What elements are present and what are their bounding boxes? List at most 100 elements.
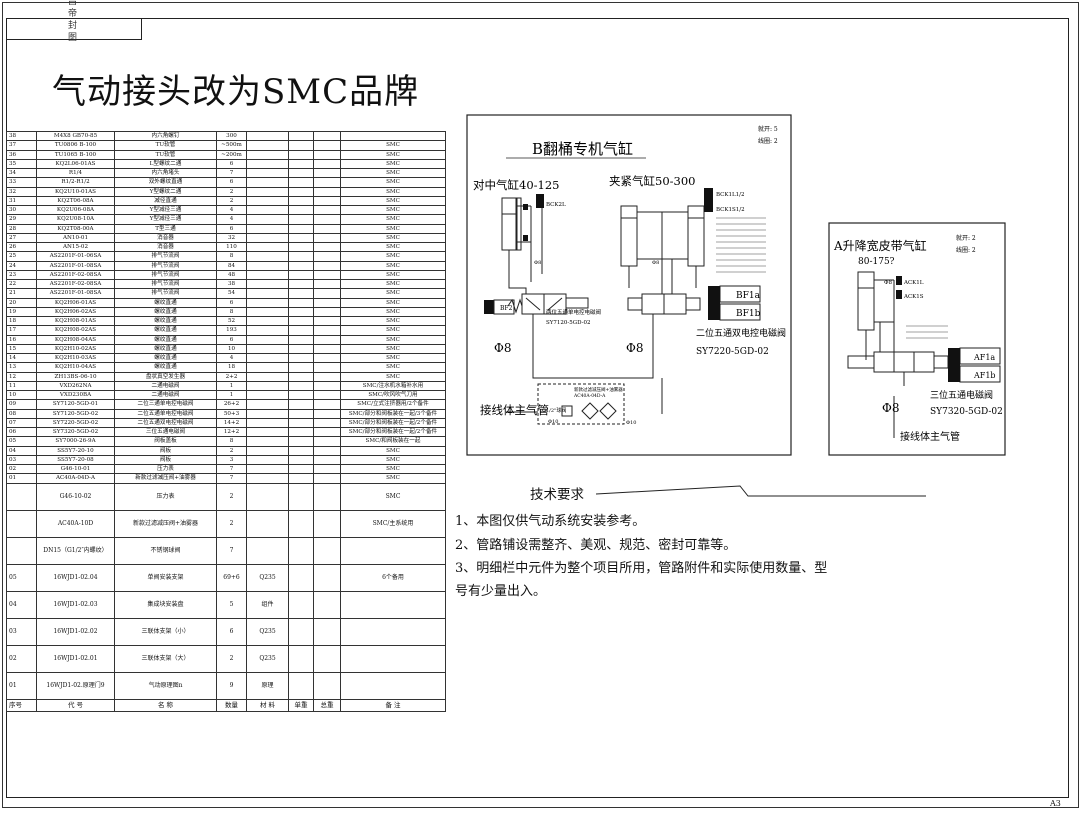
bom-cell — [288, 241, 314, 253]
bom-cell — [288, 536, 314, 565]
bom-cell: 二通电磁阀 — [114, 389, 217, 401]
bom-cell: SMC — [340, 352, 446, 364]
bom-cell: 12+2 — [216, 426, 247, 438]
bom-cell: 名 称 — [114, 698, 217, 712]
bom-cell: 02 — [6, 463, 37, 475]
bom-cell: SMC/立式注挤器用/2个备件 — [340, 399, 446, 410]
bom-cell: 排气节流阀 — [114, 269, 217, 281]
bom-cell: ~500m — [216, 140, 247, 151]
bom-cell: 25 — [6, 251, 37, 262]
bom-cell: SMC — [340, 306, 446, 318]
tech-line-2: 2、管路铺设需整齐、美观、规范、密封可靠等。 — [455, 538, 737, 553]
bom-cell — [313, 278, 341, 290]
bom-cell — [313, 343, 341, 355]
diagram-b-g12: G1/2"球阀 — [542, 407, 566, 414]
bom-cell: 排气节流阀 — [114, 288, 217, 299]
bom-cell — [313, 306, 341, 318]
tech-line-4: 号有少量出入。 — [455, 584, 547, 599]
diagram-b-left-valve-name: 两位五通单电控电磁阀 — [546, 308, 601, 316]
bom-cell: 2 — [216, 509, 247, 538]
bom-cell: 20 — [6, 297, 37, 308]
diagram-b-filter-name: 新款过滤减压阀+油雾器 — [574, 386, 623, 393]
diagram-b: B翻桶专机气缸 就开: 5 线圈: 2 对中气缸40-125 夹紧气缸50-30… — [466, 114, 792, 456]
bom-cell: AS2201F-01-06SA — [36, 251, 115, 262]
bom-cell — [313, 130, 341, 142]
bom-cell: KQ2H08-04AS — [36, 334, 115, 345]
bom-cell: 12 — [6, 371, 37, 382]
bom-cell — [246, 315, 289, 327]
bom-cell: SMC — [340, 454, 446, 466]
bom-cell: 单阀安装支架 — [114, 563, 217, 592]
diagram-b-supply-line — [506, 344, 663, 425]
bom-cell: 螺纹直通 — [114, 325, 217, 336]
bom-cell: 2 — [216, 195, 247, 207]
bom-cell — [246, 232, 289, 244]
bom-cell — [313, 241, 341, 253]
bom-cell: 排气节流阀 — [114, 260, 217, 271]
bom-cell — [246, 426, 289, 438]
diagram-a-note1: 就开: 2 — [956, 234, 976, 242]
bom-cell: 193 — [216, 325, 247, 336]
bom-cell — [246, 158, 289, 170]
bom-cell: KQ2L06-01AS — [36, 158, 115, 170]
bom-cell: SMC — [340, 278, 446, 290]
diagram-b-filter-model: AC40A-04D-A — [573, 393, 606, 399]
bom-cell — [288, 563, 314, 592]
bom-cell: 2+2 — [216, 371, 247, 382]
bom-cell: AN15-02 — [36, 241, 115, 253]
stamp-box — [6, 18, 142, 40]
bom-cell: 54 — [216, 288, 247, 299]
diagram-a-valve — [847, 347, 1001, 438]
bom-cell — [246, 389, 289, 401]
bom-cell: 2 — [216, 186, 247, 197]
bom-cell: 总重 — [313, 698, 341, 712]
bom-cell: 组件 — [246, 590, 289, 619]
bom-cell: 阀板 — [114, 454, 217, 466]
bom-cell: SMC/部分和阀板装在一起/2个备件 — [340, 417, 446, 429]
bom-cell: SMC/部分和阀板装在一起/3个备件 — [340, 408, 446, 419]
bom-cell — [246, 306, 289, 318]
bom-cell — [288, 408, 314, 419]
bom-cell: G46-10-02 — [36, 482, 115, 511]
bom-cell: SMC — [340, 315, 446, 327]
bom-cell — [313, 617, 341, 646]
bom-cell: 备 注 — [340, 698, 446, 712]
bom-cell — [246, 223, 289, 234]
bom-cell — [246, 509, 289, 538]
bom-cell: 螺纹直通 — [114, 297, 217, 308]
bom-cell: 05 — [6, 436, 37, 447]
bom-cell: 34 — [6, 167, 37, 179]
bom-cell: 38 — [216, 278, 247, 290]
diagram-a-main-supply: 接线体主气管 — [900, 430, 960, 443]
bom-cell: 16WJD1-02.01 — [36, 644, 115, 673]
bom-cell: 03 — [6, 454, 37, 466]
bom-cell — [288, 214, 314, 225]
bom-cell: KQ2U08-10A — [36, 214, 115, 225]
bom-cell: 36 — [6, 149, 37, 160]
bom-cell — [313, 269, 341, 281]
bom-cell — [288, 186, 314, 197]
bom-cell — [288, 671, 314, 700]
bom-cell — [246, 463, 289, 475]
bom-cell: 排气节流阀 — [114, 251, 217, 262]
bom-cell: 27 — [6, 232, 37, 244]
bom-cell — [246, 297, 289, 308]
bom-cell — [6, 536, 37, 565]
bom-cell: SMC — [340, 445, 446, 456]
bom-cell: 300 — [216, 130, 247, 142]
bom-cell — [288, 232, 314, 244]
bom-cell — [313, 214, 341, 225]
diagram-a: A升降宽皮带气缸 80-175? 就开: 2 线圈: 2 Φ8 ACK1L AC… — [828, 222, 1006, 456]
bom-cell — [313, 408, 341, 419]
